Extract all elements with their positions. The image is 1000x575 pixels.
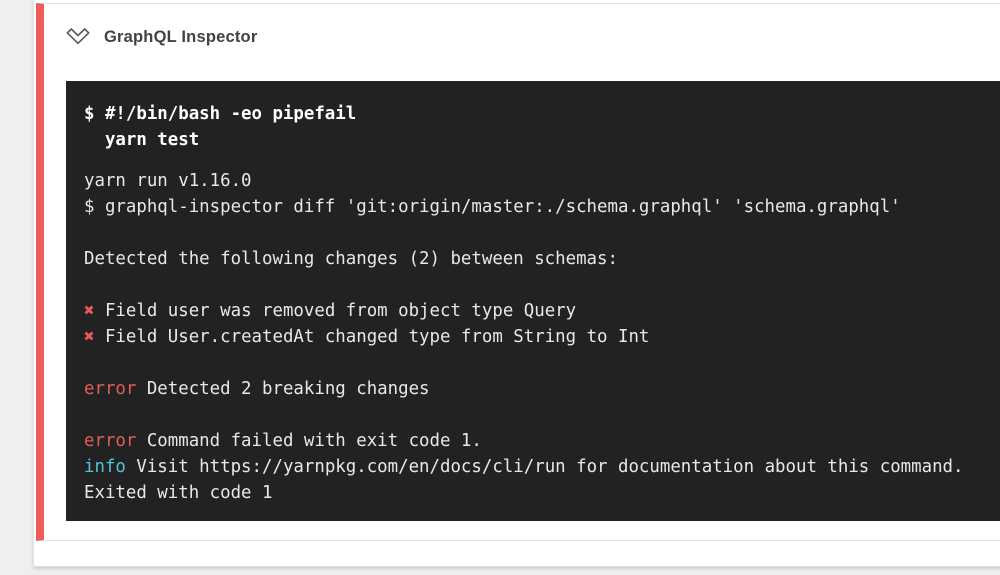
- failed-step-section: GraphQL Inspector $ #!/bin/bash -eo pipe…: [36, 3, 1000, 541]
- step-header[interactable]: GraphQL Inspector: [44, 4, 1000, 70]
- terminal-text: Visit https://yarnpkg.com/en/docs/cli/ru…: [125, 457, 964, 477]
- terminal-line: error Command failed with exit code 1.: [84, 428, 990, 454]
- terminal-text: Command failed with exit code 1.: [136, 431, 482, 451]
- terminal-line: ✖ Field user was removed from object typ…: [84, 298, 990, 324]
- terminal-command-line: $ #!/bin/bash -eo pipefail: [84, 104, 357, 124]
- step-title: GraphQL Inspector: [104, 27, 258, 46]
- build-step-card: GraphQL Inspector $ #!/bin/bash -eo pipe…: [33, 0, 1000, 567]
- terminal-line: info Visit https://yarnpkg.com/en/docs/c…: [84, 454, 990, 480]
- terminal-line: ✖ Field User.createdAt changed type from…: [84, 324, 990, 350]
- terminal-output: $ #!/bin/bash -eo pipefail yarn test yar…: [66, 81, 1000, 521]
- terminal-line: $ graphql-inspector diff 'git:origin/mas…: [84, 194, 990, 220]
- error-label: error: [84, 379, 137, 399]
- terminal-line: yarn run v1.16.0: [84, 168, 990, 194]
- terminal-text: Detected the following changes (2) betwe…: [84, 249, 618, 269]
- error-label: error: [84, 431, 137, 451]
- terminal-command-block: $ #!/bin/bash -eo pipefail yarn test: [84, 101, 990, 153]
- terminal-output-block: yarn run v1.16.0 $ graphql-inspector diff…: [84, 168, 990, 506]
- breaking-change-cross-icon: ✖: [84, 327, 95, 347]
- terminal-line: Exited with code 1: [84, 480, 990, 506]
- terminal-text: Exited with code 1: [84, 483, 273, 503]
- terminal-text: Field User.createdAt changed type from S…: [94, 327, 650, 347]
- terminal-text: Field user was removed from object type …: [94, 301, 577, 321]
- terminal-line: [84, 220, 990, 246]
- terminal-command-line: yarn test: [84, 130, 200, 150]
- double-chevron-down-icon[interactable]: [65, 27, 91, 47]
- terminal-line: [84, 350, 990, 376]
- breaking-change-cross-icon: ✖: [84, 301, 95, 321]
- terminal-text: Detected 2 breaking changes: [136, 379, 430, 399]
- terminal-line: Detected the following changes (2) betwe…: [84, 246, 990, 272]
- terminal-text: $ graphql-inspector diff 'git:origin/mas…: [84, 197, 901, 217]
- terminal-line: [84, 402, 990, 428]
- terminal-text: yarn run v1.16.0: [84, 171, 252, 191]
- terminal-line: [84, 272, 990, 298]
- terminal-line: error Detected 2 breaking changes: [84, 376, 990, 402]
- info-label: info: [84, 457, 126, 477]
